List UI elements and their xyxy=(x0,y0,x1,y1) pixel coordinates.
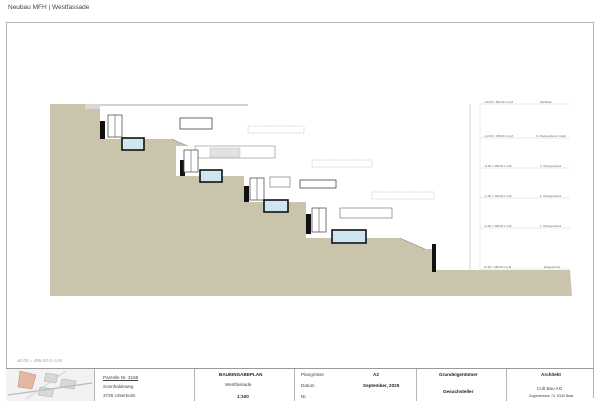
terrace-level-1 xyxy=(85,104,305,151)
level-name: 4. Obergeschoss / Dach xyxy=(536,134,566,138)
format-value: A2 xyxy=(373,372,379,377)
site-plan-thumbnail xyxy=(6,369,94,401)
plan-type: BAUEINGABEPLAN xyxy=(219,372,263,377)
terrace-level-4 xyxy=(306,200,436,272)
architect-label: Architekt xyxy=(541,372,561,377)
developer-label: Gesuchsteller xyxy=(443,389,474,394)
format-label: Plangrösse xyxy=(301,372,324,377)
parcel-number: Parzelle Nr. 3168 xyxy=(103,375,139,380)
plan-view: Westfassade xyxy=(225,382,252,387)
architect-address: Zugerstrasse 74, 6340 Baar xyxy=(529,394,574,398)
level-name: Erdgeschoss xyxy=(544,265,561,269)
owner-label: Grundeigentümer xyxy=(439,372,478,377)
level-elevation: +7.00 = 493.00 m.ü.M xyxy=(484,194,512,198)
plan-scale: 1:100 xyxy=(237,394,249,399)
level-elevation: +12.00 = 498.00 m.ü.M xyxy=(484,134,514,138)
plan-meta: Plangrösse A2 Datum September, 2025 Nr. xyxy=(294,369,416,401)
parcel-info: Parzelle Nr. 3168 Sonnhaldeweg 3726 Unte… xyxy=(94,369,194,401)
level-elevation: +4.00 = 490.00 m.ü.M xyxy=(484,224,512,228)
sheet-frame xyxy=(6,22,594,398)
plan-title: Neubau MFH | Westfassade xyxy=(8,4,90,11)
datum-note: ±0.00 = 495.00 m ü.M xyxy=(17,358,62,363)
date-label: Datum xyxy=(301,383,315,388)
level-elevation: +9.00 = 495.00 m.ü.M xyxy=(484,164,512,168)
level-name: 2. Obergeschoss xyxy=(540,194,562,198)
level-name: 3. Obergeschoss xyxy=(540,164,562,168)
level-name: 1. Obergeschoss xyxy=(540,224,562,228)
level-axis: +16.50 = 502.50 m.ü.M Dachkote +12.00 = … xyxy=(469,100,570,270)
terrace-level-3 xyxy=(244,168,435,213)
parties: Grundeigentümer Gesuchsteller xyxy=(416,369,506,401)
date-value: September, 2025 xyxy=(363,383,400,388)
level-elevation: +16.50 = 502.50 m.ü.M xyxy=(484,100,514,104)
street-name: Sonnhaldeweg xyxy=(103,384,134,389)
architect-name: Cult Bau AG xyxy=(537,386,563,391)
title-block: Parzelle Nr. 3168 Sonnhaldeweg 3726 Unte… xyxy=(6,368,594,401)
architect-info: Architekt Cult Bau AG Zugerstrasse 74, 6… xyxy=(506,369,594,401)
level-name: Dachkote xyxy=(540,100,552,104)
level-elevation: ±0.00 = 486.00 m.ü.M xyxy=(484,265,512,269)
place-name: 3726 Unterkulm xyxy=(103,393,136,398)
terrace-level-2 xyxy=(176,145,373,183)
number-label: Nr. xyxy=(301,394,307,399)
plan-info: BAUEINGABEPLAN Westfassade 1:100 xyxy=(194,369,294,401)
